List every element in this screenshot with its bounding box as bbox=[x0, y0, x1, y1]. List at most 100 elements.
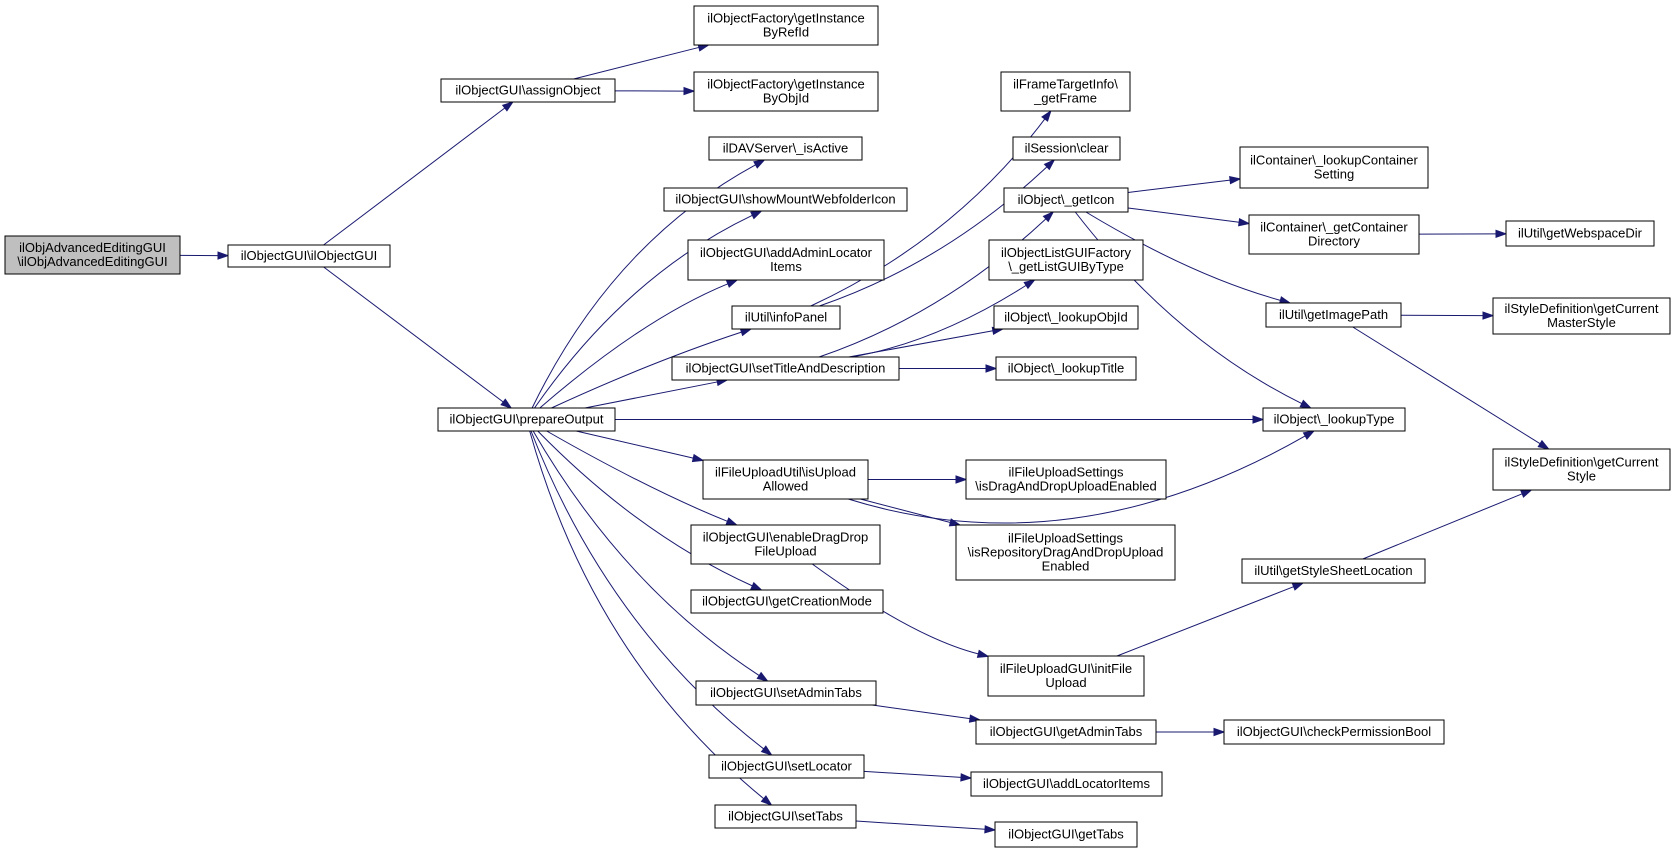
edge-isUploadAllowed-to-isRepoDragAndDrop bbox=[860, 498, 962, 527]
node-label-line: ilObjectGUI\addAdminLocator bbox=[700, 245, 873, 260]
node-label-line: Setting bbox=[1314, 167, 1354, 182]
node-box bbox=[708, 754, 865, 779]
node-label-line: ilContainer\_getContainer bbox=[1260, 220, 1408, 235]
node-setTitleAndDescription[interactable]: ilObjectGUI\setTitleAndDescription bbox=[671, 356, 900, 381]
node-getImagePath[interactable]: ilUtil\getImagePath bbox=[1265, 302, 1402, 328]
node-isActive[interactable]: ilDAVServer\_isActive bbox=[708, 136, 863, 161]
node-getStyleSheetLocation[interactable]: ilUtil\getStyleSheetLocation bbox=[1241, 558, 1426, 584]
edge-arrowhead bbox=[1495, 229, 1508, 239]
node-box bbox=[440, 78, 616, 103]
edge-line bbox=[1127, 207, 1240, 223]
edge-arrowhead bbox=[760, 795, 773, 806]
edge-arrowhead bbox=[500, 398, 513, 409]
edge-setAdminTabs-to-getAdminTabs bbox=[872, 704, 982, 723]
edge-line bbox=[534, 214, 753, 409]
edge-arrowhead bbox=[691, 453, 705, 463]
node-label-line: ilSession\clear bbox=[1025, 141, 1109, 156]
node-label-line: ilObjectGUI\ilObjectGUI bbox=[241, 248, 378, 263]
node-sessionClear[interactable]: ilSession\clear bbox=[1012, 136, 1121, 161]
node-getIcon[interactable]: ilObject\_getIcon bbox=[1003, 187, 1129, 213]
node-label-line: ilStyleDefinition\getCurrent bbox=[1505, 455, 1659, 470]
node-checkPermissionBool[interactable]: ilObjectGUI\checkPermissionBool bbox=[1223, 719, 1445, 745]
node-label-line: ilUtil\getStyleSheetLocation bbox=[1254, 563, 1412, 578]
node-getListGUIByType[interactable]: ilObjectListGUIFactory\_getListGUIByType bbox=[988, 239, 1144, 281]
node-label-line: ilObjectGUI\assignObject bbox=[455, 83, 601, 98]
node-box bbox=[1248, 214, 1420, 255]
node-label-line: ByObjId bbox=[763, 91, 809, 106]
node-assignObject[interactable]: ilObjectGUI\assignObject bbox=[440, 78, 616, 103]
edge-assignObject-to-getInstanceByObjId bbox=[614, 86, 696, 96]
edge-arrowhead bbox=[1520, 489, 1533, 498]
edge-line bbox=[848, 435, 1306, 524]
edge-prepareOutput-to-getCreationMode bbox=[537, 430, 763, 591]
edge-arrowhead bbox=[1023, 279, 1036, 290]
node-root[interactable]: ilObjAdvancedEditingGUI\ilObjAdvancedEdi… bbox=[4, 235, 181, 275]
edge-arrowhead bbox=[501, 101, 514, 112]
node-label-line: ilUtil\getImagePath bbox=[1279, 307, 1388, 322]
node-label-line: ilObjectGUI\getAdminTabs bbox=[990, 724, 1143, 739]
node-addLocatorItems[interactable]: ilObjectGUI\addLocatorItems bbox=[970, 771, 1163, 797]
node-box bbox=[965, 459, 1167, 500]
node-box bbox=[687, 239, 885, 281]
node-label-line: MasterStyle bbox=[1547, 315, 1616, 330]
node-isDragAndDrop[interactable]: ilFileUploadSettings\isDragAndDropUpload… bbox=[965, 459, 1167, 500]
node-label-line: Style bbox=[1567, 469, 1596, 484]
node-infoPanel[interactable]: ilUtil\infoPanel bbox=[731, 305, 841, 330]
node-getWebspaceDir[interactable]: ilUtil\getWebspaceDir bbox=[1505, 220, 1655, 247]
edge-initFileUpload-to-getStyleSheetLocation bbox=[1116, 582, 1305, 657]
node-box bbox=[731, 305, 841, 330]
node-lookupType[interactable]: ilObject\_lookupType bbox=[1262, 407, 1406, 432]
node-box bbox=[1239, 146, 1429, 189]
node-showMount[interactable]: ilObjectGUI\showMountWebfolderIcon bbox=[663, 187, 908, 212]
node-ctor[interactable]: ilObjectGUI\ilObjectGUI bbox=[227, 244, 391, 268]
edge-arrowhead bbox=[976, 649, 990, 658]
node-getFrame[interactable]: ilFrameTargetInfo\_getFrame bbox=[1000, 71, 1131, 112]
node-box bbox=[702, 459, 869, 500]
node-setAdminTabs[interactable]: ilObjectGUI\setAdminTabs bbox=[695, 680, 877, 706]
edge-arrowhead bbox=[725, 517, 739, 526]
node-getTabs[interactable]: ilObjectGUI\getTabs bbox=[994, 821, 1138, 848]
edge-assignObject-to-getInstanceByRefId bbox=[573, 43, 711, 80]
node-prepareOutput[interactable]: ilObjectGUI\prepareOutput bbox=[437, 407, 616, 432]
node-label-line: Allowed bbox=[763, 479, 809, 494]
node-getCreationMode[interactable]: ilObjectGUI\getCreationMode bbox=[690, 589, 884, 614]
node-label-line: ilObjectListGUIFactory bbox=[1001, 245, 1132, 260]
node-box bbox=[1262, 407, 1406, 432]
edge-line bbox=[532, 430, 760, 676]
node-lookupTitle[interactable]: ilObject\_lookupTitle bbox=[995, 356, 1137, 381]
node-label-line: ilObjectFactory\getInstance bbox=[707, 11, 865, 26]
node-label-line: ByRefId bbox=[763, 25, 809, 40]
node-label-line: ilObjAdvancedEditingGUI bbox=[19, 240, 166, 255]
node-box bbox=[988, 239, 1144, 281]
node-box bbox=[1492, 448, 1671, 491]
edge-line bbox=[576, 430, 694, 459]
edge-line bbox=[546, 430, 728, 522]
node-box bbox=[4, 235, 181, 275]
node-label-line: ilFileUploadSettings bbox=[1008, 531, 1123, 546]
edge-arrowhead bbox=[756, 671, 769, 682]
node-label-line: ilStyleDefinition\getCurrent bbox=[1505, 301, 1659, 316]
node-label-line: \ilObjAdvancedEditingGUI bbox=[17, 254, 167, 269]
node-lookupObjId[interactable]: ilObject\_lookupObjId bbox=[993, 305, 1139, 330]
edge-prepareOutput-to-isUploadAllowed bbox=[576, 430, 705, 463]
edge-line bbox=[531, 164, 756, 409]
edge-arrowhead bbox=[1291, 582, 1305, 591]
edge-line bbox=[323, 107, 506, 246]
node-getAdminTabs[interactable]: ilObjectGUI\getAdminTabs bbox=[975, 719, 1157, 745]
edge-line bbox=[584, 381, 718, 409]
edge-setTitleAndDescription-to-lookupObjId bbox=[848, 326, 1005, 358]
edge-line bbox=[863, 770, 962, 778]
node-isRepoDragAndDrop[interactable]: ilFileUploadSettings\isRepositoryDragAnd… bbox=[955, 524, 1176, 581]
node-setLocator[interactable]: ilObjectGUI\setLocator bbox=[708, 754, 865, 779]
node-setTabs[interactable]: ilObjectGUI\setTabs bbox=[714, 804, 857, 829]
